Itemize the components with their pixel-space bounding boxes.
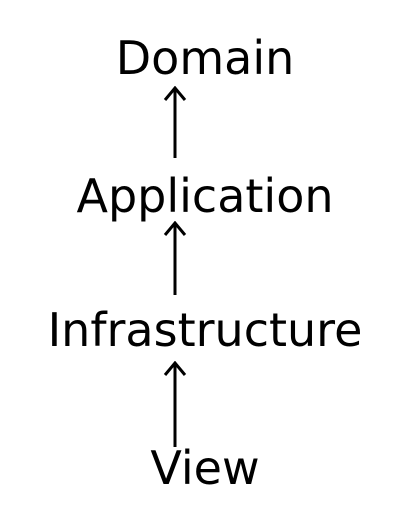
- layer-label-infrastructure: Infrastructure: [47, 303, 363, 357]
- arrow-up-icon: [163, 86, 187, 158]
- arrow-up-icon: [163, 221, 187, 295]
- layer-label-application: Application: [76, 169, 334, 223]
- layer-label-view: View: [150, 441, 260, 495]
- arrow-up-icon: [163, 361, 187, 447]
- layer-label-domain: Domain: [115, 31, 295, 85]
